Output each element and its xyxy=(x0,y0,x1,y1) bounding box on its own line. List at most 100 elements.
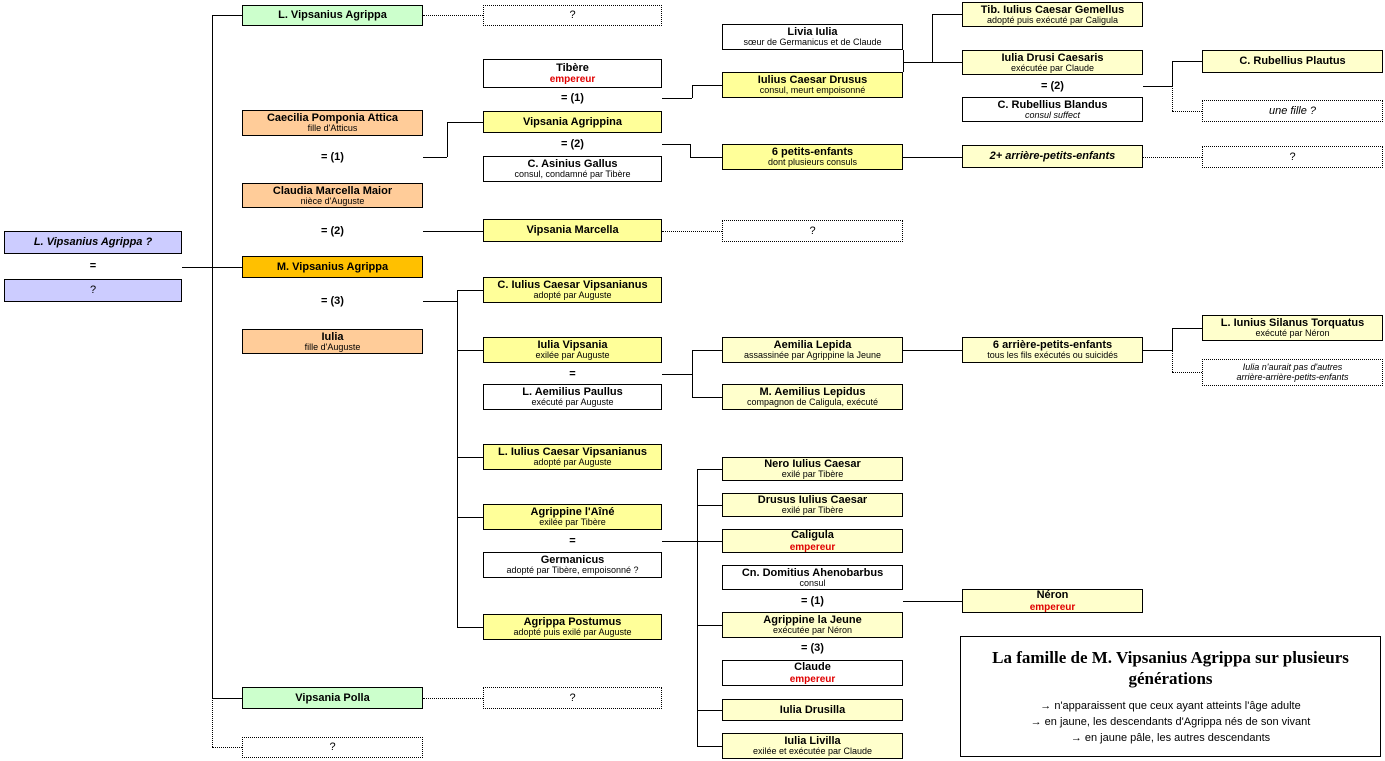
connector-line xyxy=(423,157,447,158)
node-subtitle: fille d'Atticus xyxy=(307,123,358,134)
node-subtitle: compagnon de Caligula, exécuté xyxy=(746,397,879,408)
node-title: ? xyxy=(1289,150,1296,163)
connector-line xyxy=(692,85,693,98)
tree-node-lva: L. Vipsanius Agrippa xyxy=(242,5,423,26)
node-title: Cn. Domitius Ahenobarbus xyxy=(741,566,884,579)
marriage-label: = xyxy=(569,368,576,380)
node-title: ? xyxy=(569,9,576,22)
connector-line-dotted xyxy=(1172,372,1202,373)
connector-line xyxy=(692,397,722,398)
node-subtitle: exilée par Auguste xyxy=(535,350,610,361)
connector-line xyxy=(662,541,697,542)
connector-line xyxy=(697,625,722,626)
tree-node-vipsania-agrippina: Vipsania Agrippina xyxy=(483,111,662,133)
marriage-label: = (2) xyxy=(561,138,584,150)
node-title: L. Iulius Caesar Vipsanianus xyxy=(498,446,647,458)
node-subtitle: exécutée par Claude xyxy=(1010,62,1095,73)
node-title: 2+ arrière-petits-enfants xyxy=(989,150,1116,163)
connector-line xyxy=(457,290,458,627)
legend-item: → n'apparaissent que ceux ayant atteints… xyxy=(1040,699,1301,712)
connector-line xyxy=(457,290,483,291)
marriage-label: = xyxy=(569,535,576,547)
node-title: Iulius Caesar Drusus xyxy=(757,74,868,86)
connector-line xyxy=(692,350,693,397)
connector-line xyxy=(423,301,457,302)
node-title: Germanicus xyxy=(540,554,605,566)
connector-line xyxy=(1143,350,1172,351)
connector-line-dotted xyxy=(1143,157,1202,158)
node-subtitle: consul, meurt empoisonné xyxy=(759,85,866,96)
marriage-label: = (1) xyxy=(321,151,344,163)
node-title: Tibère xyxy=(556,61,589,74)
connector-line xyxy=(457,517,483,518)
node-title: Agrippa Postumus xyxy=(523,616,622,628)
connector-line xyxy=(662,374,692,375)
connector-line xyxy=(932,14,962,15)
connector-line xyxy=(692,85,722,86)
node-title: L. Vipsanius Agrippa ? xyxy=(33,236,153,249)
connector-line-dotted xyxy=(423,15,483,16)
node-title: 6 arrière-petits-enfants xyxy=(992,339,1113,351)
node-title: L. Aemilius Paullus xyxy=(522,386,623,398)
node-title: Vipsania Polla xyxy=(295,691,370,704)
connector-line xyxy=(903,350,962,351)
node-title: Néron xyxy=(1036,589,1069,602)
connector-line xyxy=(1172,61,1173,86)
node-title: ? xyxy=(569,691,576,704)
connector-line xyxy=(212,15,213,698)
connector-line-dotted xyxy=(1172,111,1202,112)
node-title: Iulia xyxy=(321,330,344,343)
connector-line xyxy=(690,157,722,158)
node-title: Agrippine la Jeune xyxy=(763,614,862,626)
tree-node-drusilla: Iulia Drusilla xyxy=(722,699,903,721)
connector-line xyxy=(903,157,962,158)
connector-line-dotted xyxy=(1172,86,1173,111)
connector-line xyxy=(697,469,722,470)
node-title: Agrippine l'Aîné xyxy=(530,506,615,518)
node-title: C. Asinius Gallus xyxy=(527,158,618,170)
node-title: Iulia Drusilla xyxy=(779,703,846,716)
node-subtitle: dont plusieurs consuls xyxy=(767,157,858,168)
tree-node-une-fille: une fille ? xyxy=(1202,100,1383,122)
node-title: C. Iulius Caesar Vipsanianus xyxy=(497,279,648,291)
node-subtitle: empereur xyxy=(1029,601,1076,613)
node-title: ? xyxy=(329,741,336,754)
marriage-label: = (1) xyxy=(801,595,824,607)
connector-line xyxy=(932,14,933,62)
connector-line xyxy=(690,144,691,157)
connector-line xyxy=(903,62,962,63)
node-title: Iulia n'aurait pas d'autres xyxy=(1242,361,1343,372)
connector-line xyxy=(697,710,722,711)
node-title: M. Vipsanius Agrippa xyxy=(276,260,389,273)
node-title: Iulia Livilla xyxy=(784,735,841,747)
connector-line xyxy=(182,267,212,268)
node-title: Vipsania Marcella xyxy=(526,224,619,237)
node-subtitle: exilée par Tibère xyxy=(539,517,606,528)
connector-line xyxy=(1172,328,1202,329)
connector-line-dotted xyxy=(212,698,213,747)
marriage-label: = (2) xyxy=(1041,80,1064,92)
connector-line xyxy=(662,144,690,145)
node-title: Drusus Iulius Caesar xyxy=(757,494,868,506)
connector-line xyxy=(1172,328,1173,350)
node-title: Iulia Drusi Caesaris xyxy=(1001,51,1104,64)
node-subtitle: exécutée par Néron xyxy=(772,625,853,636)
tree-node-polla: Vipsania Polla xyxy=(242,687,423,709)
tree-node-srw: ? xyxy=(4,279,182,302)
